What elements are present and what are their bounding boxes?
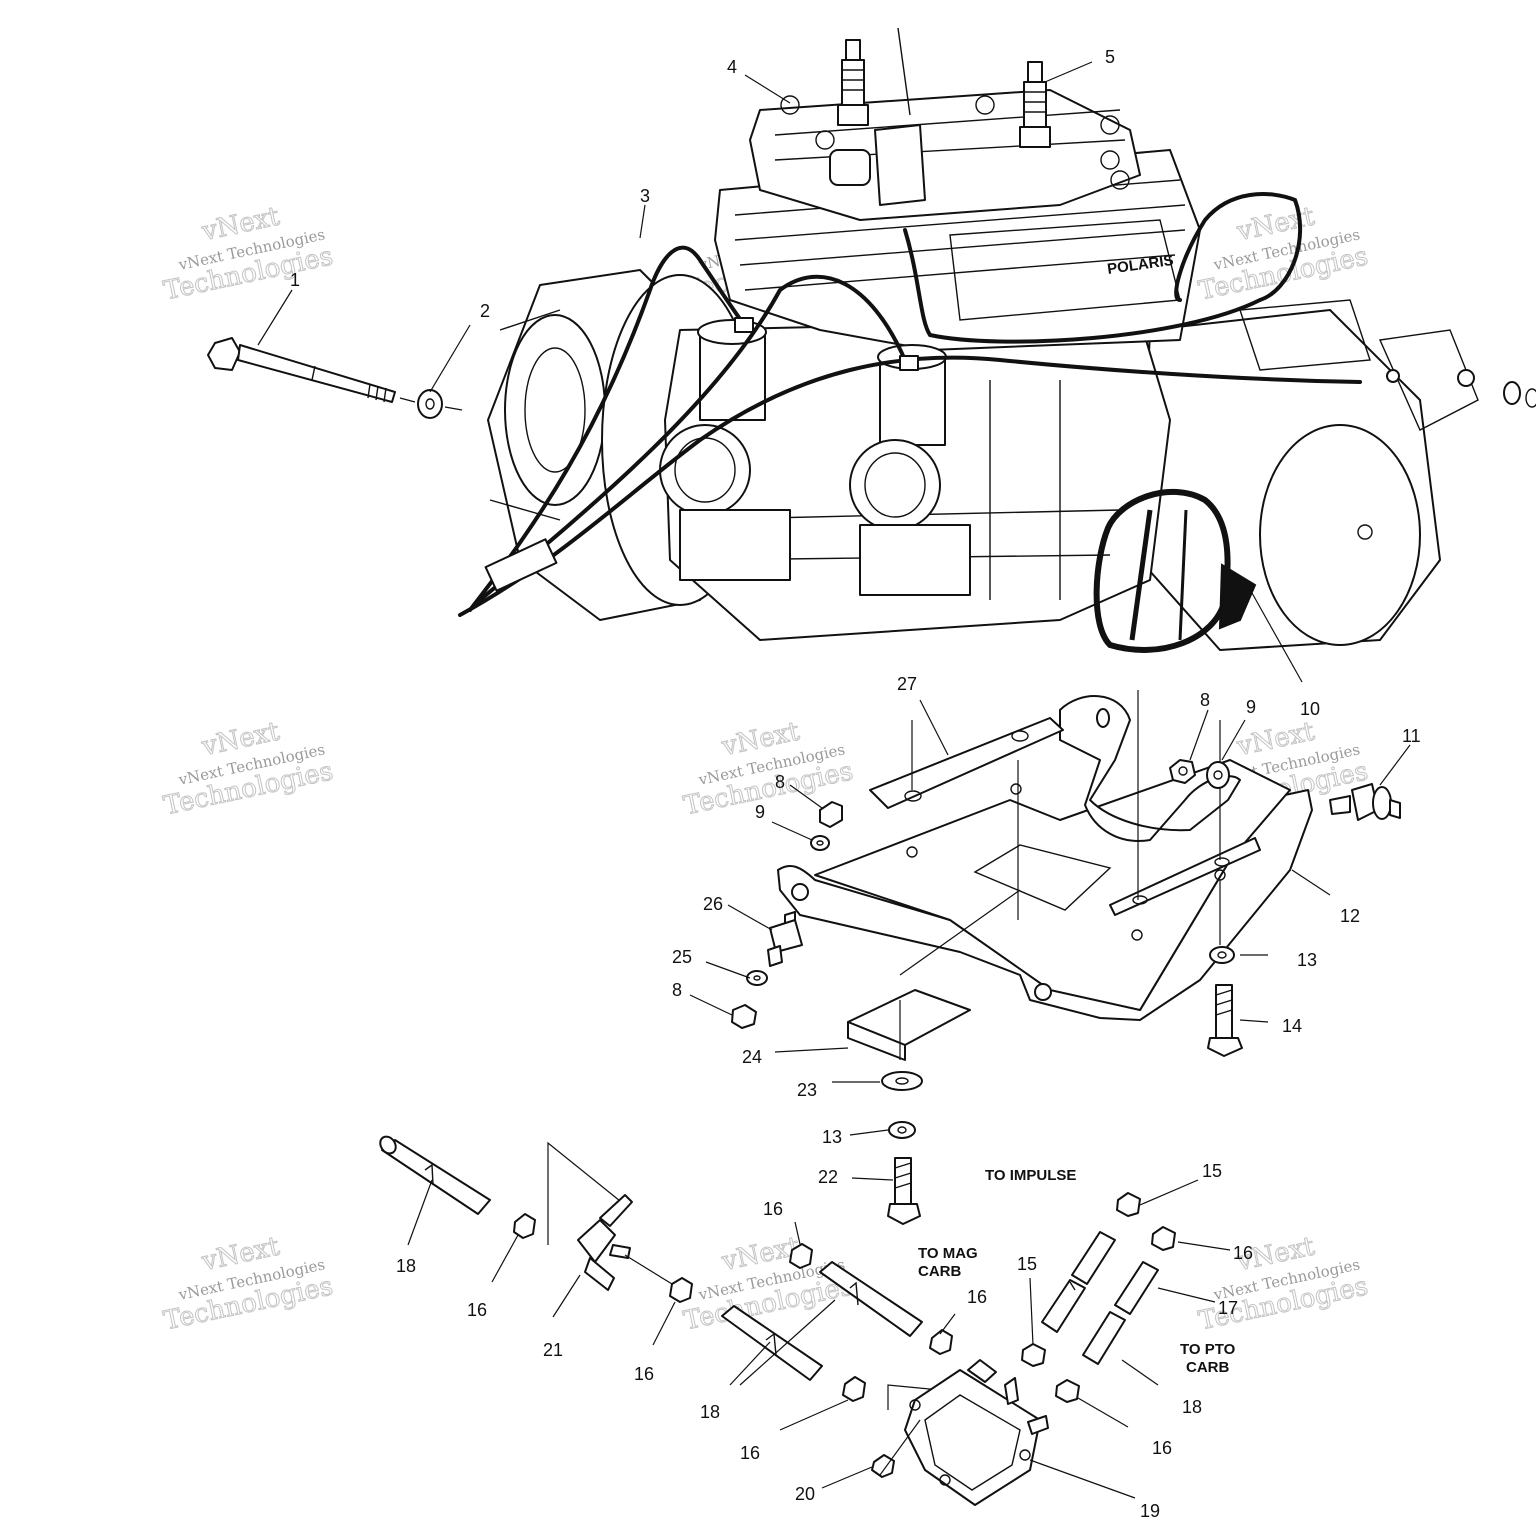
callout-16: 16: [763, 1199, 783, 1219]
clamp-15-lower: [1021, 1343, 1046, 1367]
leader-line: [624, 1254, 673, 1285]
spark-plug-right: [1019, 61, 1051, 148]
callout-13: 13: [1297, 950, 1317, 970]
bolt-14: [1207, 984, 1243, 1057]
clamp-16-lower-left: [842, 1376, 866, 1402]
callout-5: 5: [1105, 47, 1115, 67]
fuel-line-17-b: [1082, 1261, 1159, 1365]
nut-8-upper-right: [1169, 759, 1196, 784]
note-to-impulse: TO IMPULSE: [985, 1167, 1076, 1184]
callout-22: 22: [818, 1167, 838, 1187]
callout-9: 9: [755, 802, 765, 822]
clamp-16-mid-left: [669, 1277, 693, 1303]
callout-8: 8: [672, 980, 682, 1000]
callout-25: 25: [672, 947, 692, 967]
lock-washer-13-center: [888, 1121, 916, 1139]
fuel-line-18-center-top: [819, 1261, 923, 1337]
callout-3: 3: [640, 186, 650, 206]
callout-15: 15: [1202, 1161, 1222, 1181]
washer-23: [881, 1071, 923, 1091]
callout-16: 16: [634, 1364, 654, 1384]
note-to-pto-carb-line2: CARB: [1186, 1359, 1229, 1376]
callout-15: 15: [1017, 1254, 1037, 1274]
rubber-mount-11: [1329, 783, 1401, 821]
callout-16: 16: [467, 1300, 487, 1320]
callout-18: 18: [700, 1402, 720, 1422]
spark-plug-left: [837, 39, 869, 126]
callout-16: 16: [1233, 1243, 1253, 1263]
note-to-mag-carb-line2: CARB: [918, 1263, 961, 1280]
connector-line: [547, 1141, 626, 1245]
clamp-16-center: [929, 1329, 953, 1355]
callout-14: 14: [1282, 1016, 1302, 1036]
washer-2: [417, 389, 463, 419]
fuel-line-18-center: [721, 1305, 823, 1381]
right-edge-washer: [1503, 381, 1536, 408]
right-magneto-housing: [1139, 299, 1479, 651]
engine-plate-assembly: [777, 690, 1313, 1021]
callout-26: 26: [703, 894, 723, 914]
fuel-line-18-left: [379, 1135, 491, 1215]
nut-20: [871, 1454, 895, 1478]
washer-25: [746, 970, 768, 986]
note-to-mag-carb-line1: TO MAG: [918, 1245, 978, 1262]
callout-1: 1: [290, 270, 300, 290]
callout-8: 8: [775, 772, 785, 792]
callout-27: 27: [897, 674, 917, 694]
callout-16: 16: [967, 1287, 987, 1307]
engine-assembly: POLARIS: [458, 27, 1479, 653]
washer-9-upper-right: [1206, 761, 1230, 789]
clamp-15-upper: [1116, 1192, 1141, 1217]
callout-18: 18: [396, 1256, 416, 1276]
callout-24: 24: [742, 1047, 762, 1067]
washer-9-left: [810, 835, 830, 851]
note-to-pto-carb-line1: TO PTO: [1180, 1341, 1236, 1358]
callout-19: 19: [1140, 1501, 1160, 1521]
fuel-line-17-a: [1041, 1231, 1116, 1333]
fuel-pump-19: [904, 1359, 1049, 1506]
callout-18: 18: [1182, 1397, 1202, 1417]
carburetor-right: [849, 344, 971, 596]
callout-12: 12: [1340, 906, 1360, 926]
callout-4: 4: [727, 57, 737, 77]
leader-lines: [257, 61, 1411, 1499]
bracket-24: [847, 989, 971, 1061]
clamp-16-upper-right: [1151, 1226, 1176, 1251]
clamp-16-left: [513, 1213, 536, 1239]
routing-notes: TO IMPULSE TO MAG CARB TO PTO CARB: [918, 1167, 1236, 1376]
clamp-16-lower-right: [1055, 1379, 1080, 1403]
recoil-handle: [1093, 489, 1257, 653]
bolt-22: [887, 1157, 921, 1225]
callout-21: 21: [543, 1340, 563, 1360]
callout-11: 11: [1402, 726, 1421, 746]
engine-mount-bolt: [207, 337, 416, 403]
callout-13: 13: [822, 1127, 842, 1147]
callout-8: 8: [1200, 690, 1210, 710]
nut-8-left-upper: [819, 801, 843, 828]
callout-20: 20: [795, 1484, 815, 1504]
nut-8-left-lower: [731, 1004, 757, 1029]
lock-washer-13-right: [1209, 946, 1235, 964]
callout-17: 17: [1218, 1298, 1238, 1318]
callout-23: 23: [797, 1080, 817, 1100]
callout-2: 2: [480, 301, 490, 321]
clamp-16-center-top: [789, 1243, 813, 1269]
rubber-mount-26: [767, 911, 803, 967]
callout-10: 10: [1300, 699, 1320, 719]
callout-16: 16: [1152, 1438, 1172, 1458]
throttle-cable: [458, 192, 1362, 617]
callout-16: 16: [740, 1443, 760, 1463]
callout-numbers: 1 2 3 4 5 8 9 10 11 27 8 9 26 25 8 12 13…: [290, 47, 1421, 1521]
connector-line: [887, 1384, 941, 1410]
fuel-valve-21: [577, 1194, 633, 1291]
callout-9: 9: [1246, 697, 1256, 717]
